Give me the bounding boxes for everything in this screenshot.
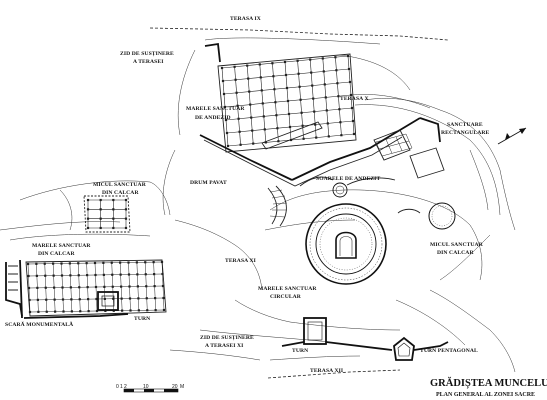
label-soarele: SOARELE DE ANDEZIT bbox=[316, 176, 380, 182]
label-drum-pavat: DRUM PAVAT bbox=[190, 180, 227, 186]
label-terasa-xi: TERASA XI bbox=[225, 258, 256, 264]
north-arrow-icon bbox=[497, 127, 527, 145]
label-marele-calcar-1: MARELE SANCTUAR bbox=[32, 243, 91, 249]
marele-sanctuar-circular bbox=[305, 203, 387, 285]
label-sanctuare-rect-2: RECTANGULARE bbox=[441, 130, 490, 136]
label-micul-calcar-right-1: MICUL SANCTUAR bbox=[430, 242, 484, 248]
label-terasa-xii: TERASA XII bbox=[310, 368, 343, 374]
label-micul-calcar-2: DIN CALCAR bbox=[102, 190, 139, 196]
marele-sanctuar-andezit bbox=[199, 42, 441, 187]
scale-label-10: 10 bbox=[143, 384, 149, 390]
scale-label-2: 2 bbox=[124, 384, 127, 390]
label-zid-xi-2: A TERASEI XI bbox=[205, 343, 243, 349]
label-sanctuare-rect-1: SANCTUARE bbox=[447, 122, 483, 128]
label-marele-andezit-1: MARELE SANCTUAR bbox=[186, 106, 245, 112]
scale-label-m: M bbox=[180, 384, 184, 390]
label-marele-circular-1: MARELE SANCTUAR bbox=[258, 286, 317, 292]
scale-bar: 0 1 2 10 20 M bbox=[116, 384, 184, 393]
label-terasa-ix: TERASA IX bbox=[230, 16, 261, 22]
label-marele-andezit-2: DE ANDEZID bbox=[195, 115, 231, 121]
label-turn: TURN bbox=[134, 316, 150, 322]
scale-label-20: 20 bbox=[172, 384, 178, 390]
sanctuare-rectangulare bbox=[373, 129, 445, 179]
drum-pavat bbox=[267, 185, 288, 227]
label-turn-2: TURN bbox=[292, 348, 308, 354]
label-turn-pentagonal: TURN PENTAGONAL bbox=[420, 348, 478, 354]
map-labels: TERASA IX ZID DE SUSȚINERE A TERASEI TER… bbox=[5, 16, 490, 374]
label-micul-calcar-1: MICUL SANCTUAR bbox=[93, 182, 147, 188]
scale-label-0: 0 bbox=[116, 384, 119, 390]
micul-sanctuar-calcar-left bbox=[83, 195, 131, 233]
label-micul-calcar-right-2: DIN CALCAR bbox=[437, 250, 474, 256]
marele-sanctuar-calcar bbox=[5, 259, 167, 319]
map-title: GRĂDIȘTEA MUNCELULUI bbox=[430, 377, 547, 389]
label-marele-calcar-2: DIN CALCAR bbox=[38, 251, 75, 257]
label-marele-circular-2: CIRCULAR bbox=[270, 294, 302, 300]
soarele-de-andezit bbox=[299, 176, 396, 198]
scale-label-1: 1 bbox=[120, 384, 123, 390]
label-zid-xi-1: ZID DE SUSȚINERE bbox=[200, 335, 254, 341]
label-zid-terasei-2: A TERASEI bbox=[133, 59, 164, 65]
label-scara: SCARĂ MONUMENTALĂ bbox=[5, 320, 73, 328]
terrain-lines bbox=[0, 27, 516, 379]
bottom-structures bbox=[281, 317, 449, 361]
map-subtitle: PLAN GENERAL AL ZONEI SACRE bbox=[436, 392, 535, 398]
label-zid-terasei-1: ZID DE SUSȚINERE bbox=[120, 51, 174, 57]
label-terasa-x: TERASA X bbox=[340, 96, 369, 102]
micul-sanctuar-calcar-right bbox=[397, 202, 456, 230]
